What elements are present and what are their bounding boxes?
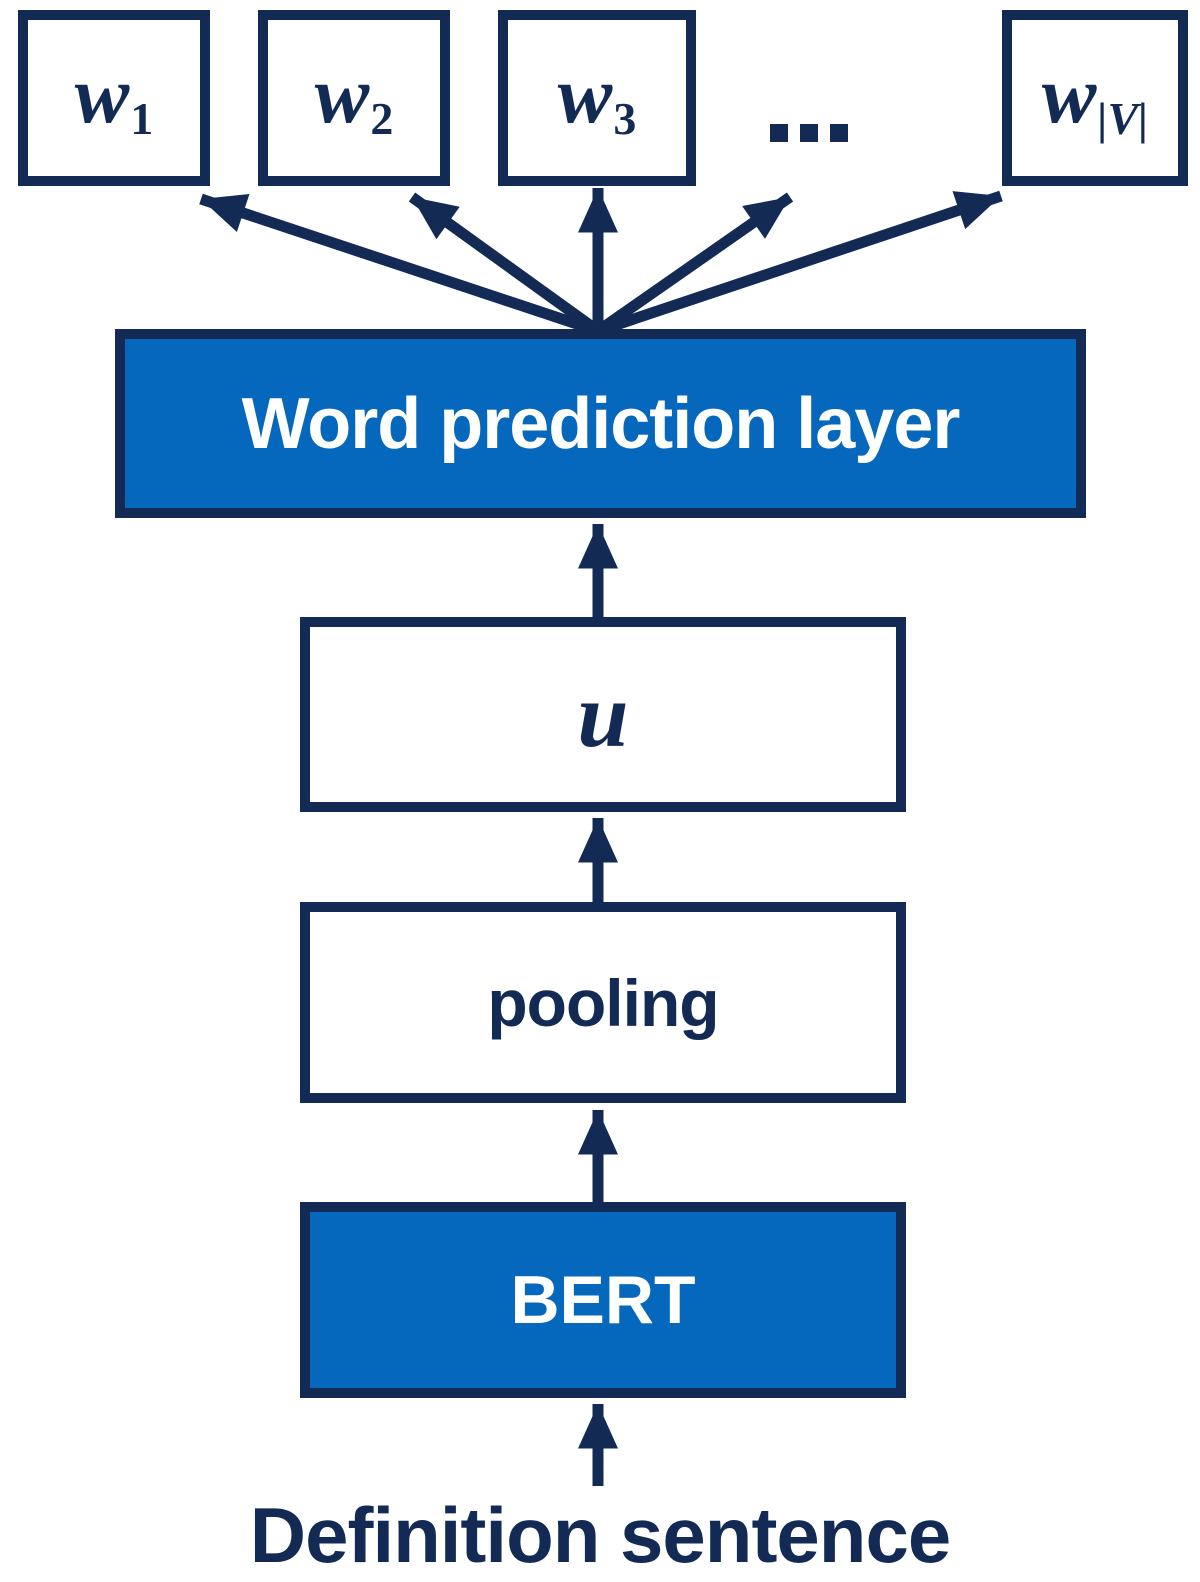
bert-label: BERT [510,1262,696,1338]
word-prediction-layer-box: Word prediction layer [115,329,1086,518]
token-w3: w3 [557,48,637,145]
bert-box: BERT [300,1202,906,1398]
arrow-prediction-to-wV [596,190,1003,337]
output-box-wV: w|V| [1002,10,1188,186]
pooling-box: pooling [300,902,906,1103]
ellipsis-dot [800,124,818,142]
ellipsis-dot [770,124,788,142]
ellipsis-dot [830,124,848,142]
token-w1: w1 [74,48,154,145]
arrow-prediction-to-ellipsis [594,192,794,336]
output-box-w1: w1 [18,10,210,186]
pooling-label: pooling [487,965,719,1040]
input-sentence-label: Definition sentence [249,1491,951,1579]
arrow-prediction-to-w2 [408,192,602,336]
token-w2: w2 [314,48,394,145]
output-box-w3: w3 [498,10,696,186]
word-prediction-layer-label: Word prediction layer [241,383,961,464]
u-vector-box: u [300,617,906,812]
arrow-prediction-to-w1 [199,193,600,337]
u-vector-label: u [577,663,629,766]
token-wV: w|V| [1041,48,1149,145]
ellipsis: ... [770,124,848,142]
output-box-w2: w2 [258,10,450,186]
